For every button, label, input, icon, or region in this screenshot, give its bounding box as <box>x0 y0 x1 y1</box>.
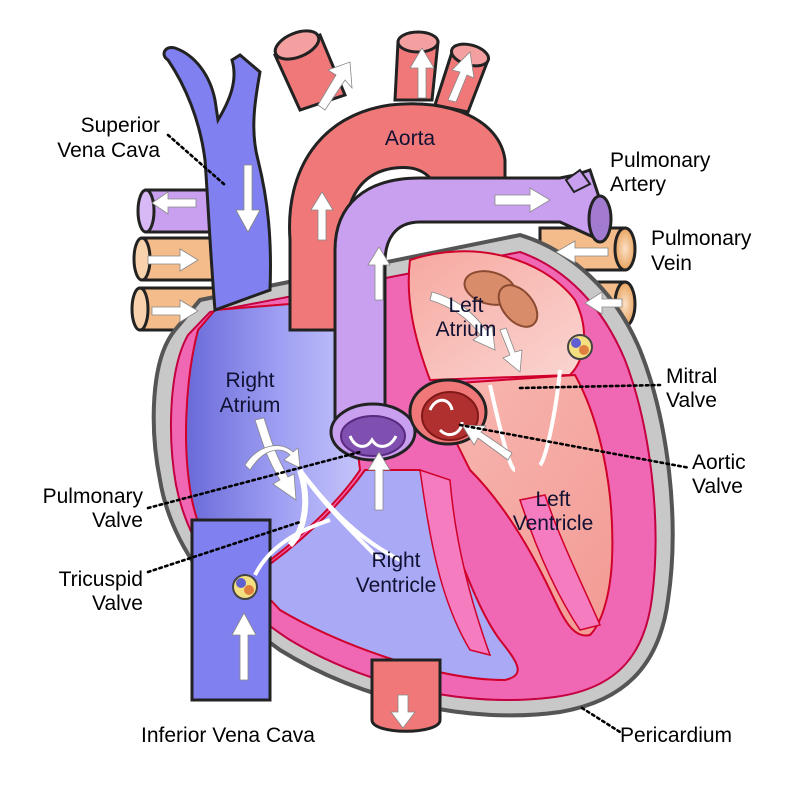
av-node <box>232 574 258 600</box>
arrow-up-icon <box>367 246 391 301</box>
arrow-left-icon <box>151 191 197 215</box>
pulmonary-valve <box>329 402 417 462</box>
arrow-curve-icon <box>429 291 496 351</box>
arrow-up-icon <box>310 191 334 241</box>
arrow-up-icon <box>317 61 353 111</box>
arrow-curve-icon <box>244 445 301 471</box>
label-pericardium: Pericardium <box>620 724 732 747</box>
label-superior-vena-cava-line2: Vena Cava <box>57 139 160 162</box>
label-inferior-vena-cava: Inferior Vena Cava <box>141 724 315 747</box>
arrow-up-icon <box>447 51 475 103</box>
label-aortic-valve-line1: Aortic <box>692 451 746 474</box>
label-right-ventricle-line1: Right <box>371 549 420 572</box>
arrow-right-icon <box>147 248 199 272</box>
label-pulmonary-valve-line1: Pulmonary <box>43 485 144 508</box>
arrow-down-icon <box>390 694 416 729</box>
label-pulmonary-vein-line2: Vein <box>651 252 692 275</box>
right-ventricle-chamber <box>248 469 519 682</box>
arrow-up-icon <box>409 47 435 99</box>
arrow-left-icon <box>555 240 609 264</box>
label-left-atrium-line2: Atrium <box>436 318 497 341</box>
arrow-left-icon <box>584 291 623 315</box>
label-right-atrium-line2: Atrium <box>220 394 281 417</box>
leader-lines <box>146 133 692 734</box>
label-right-atrium-line1: Right <box>225 369 274 392</box>
arrow-down-icon <box>235 164 261 233</box>
label-tricuspid-valve-line1: Tricuspid <box>59 568 143 591</box>
sa-node <box>567 334 593 360</box>
flow-arrows <box>147 47 623 729</box>
label-left-atrium-line1: Left <box>448 294 483 317</box>
inferior-vena-cava <box>190 518 272 702</box>
label-aorta: Aorta <box>385 127 436 150</box>
label-mitral-valve-line1: Mitral <box>666 365 717 388</box>
arrow-up-icon <box>367 451 391 511</box>
arrow-right-icon <box>151 299 199 323</box>
label-pulmonary-vein-line1: Pulmonary <box>651 227 752 250</box>
label-left-ventricle-line1: Left <box>535 488 570 511</box>
label-right-ventricle-line2: Ventricle <box>356 574 437 597</box>
papillary-muscles <box>419 468 602 657</box>
label-aortic-valve-line2: Valve <box>692 475 743 498</box>
arrow-down-icon <box>499 327 523 373</box>
arrow-up-icon <box>231 612 257 681</box>
label-tricuspid-valve-line2: Valve <box>92 592 143 615</box>
mitral-valve-shape <box>463 270 562 472</box>
arrow-up-icon <box>461 424 513 461</box>
label-left-ventricle-line2: Ventricle <box>513 512 594 535</box>
pulmonary-artery-vessel <box>333 168 613 422</box>
label-superior-vena-cava-line1: Superior <box>81 114 160 137</box>
labels: Superior Vena Cava Aorta Pulmonary Arter… <box>43 114 752 747</box>
label-pulmonary-artery-line1: Pulmonary <box>610 149 711 172</box>
label-pulmonary-valve-line2: Valve <box>92 509 143 532</box>
arrow-down-icon <box>254 417 297 501</box>
label-pulmonary-artery-line2: Artery <box>610 173 667 196</box>
label-mitral-valve-line2: Valve <box>666 389 717 412</box>
arrow-right-icon <box>494 187 551 213</box>
tricuspid-valve-shape <box>253 468 401 576</box>
